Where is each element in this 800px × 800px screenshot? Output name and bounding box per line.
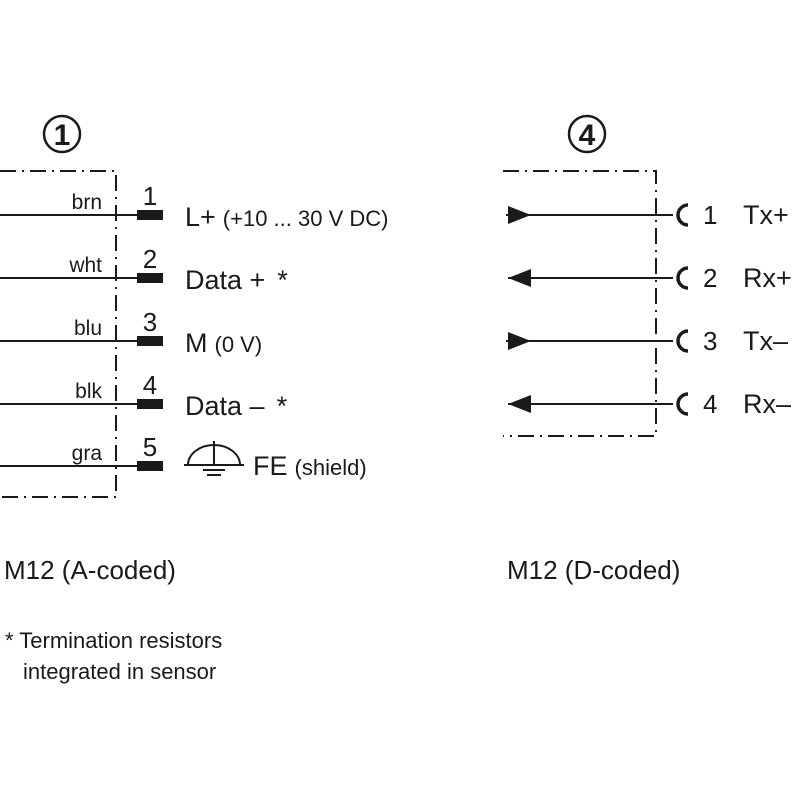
arrow-left-icon bbox=[508, 395, 531, 413]
pin-number: 3 bbox=[143, 307, 157, 337]
pin-number: 3 bbox=[703, 326, 717, 356]
right-badge-number: 4 bbox=[579, 119, 596, 152]
wire-color-label: gra bbox=[72, 442, 103, 465]
left-pin-row-3: blu 3 M(0 V) bbox=[0, 307, 262, 358]
pin-signal: Data –* bbox=[185, 391, 288, 421]
left-pin-row-2: wht 2 Data +* bbox=[0, 244, 288, 295]
pin-number: 4 bbox=[703, 389, 717, 419]
right-pin-row-3: 3 Tx– bbox=[506, 326, 788, 356]
left-pin-row-4: blk 4 Data –* bbox=[0, 370, 288, 421]
pin-signal: Rx– bbox=[743, 389, 791, 419]
right-pin-row-2: 2 Rx+ bbox=[508, 263, 792, 293]
pin-signal: Tx+ bbox=[743, 200, 789, 230]
left-connector: 1 brn 1 L+(+10 ... 30 V DC) wht 2 Data +… bbox=[0, 114, 388, 585]
socket-icon bbox=[676, 203, 689, 227]
right-connector-badge: 4 bbox=[567, 114, 607, 154]
pin-signal: Tx– bbox=[743, 326, 788, 356]
pin-number: 5 bbox=[143, 432, 157, 462]
right-pin-row-4: 4 Rx– bbox=[508, 389, 791, 419]
socket-icon bbox=[676, 266, 689, 290]
wire-color-label: wht bbox=[68, 254, 102, 277]
socket-icon bbox=[676, 392, 689, 416]
pin-signal: M(0 V) bbox=[185, 328, 262, 358]
footnote-line-1: * Termination resistors bbox=[5, 628, 222, 653]
left-connector-caption: M12 (A-coded) bbox=[4, 555, 176, 585]
wire-color-label: blk bbox=[75, 380, 102, 403]
left-pin-row-5: gra 5 FE(shield) bbox=[0, 432, 367, 481]
wire-color-label: brn bbox=[72, 191, 102, 214]
pin-number: 2 bbox=[143, 244, 157, 274]
left-connector-badge: 1 bbox=[42, 114, 82, 154]
pin-number: 1 bbox=[703, 200, 717, 230]
left-connector-housing bbox=[0, 170, 117, 498]
arrow-right-icon bbox=[508, 332, 531, 350]
right-connector-housing bbox=[503, 170, 657, 437]
pin-signal: Data +* bbox=[185, 265, 288, 295]
pin-signal: FE(shield) bbox=[253, 451, 367, 481]
pin-signal: Rx+ bbox=[743, 263, 792, 293]
right-pin-row-1: 1 Tx+ bbox=[506, 200, 789, 230]
right-connector-caption: M12 (D-coded) bbox=[507, 555, 680, 585]
arrow-left-icon bbox=[508, 269, 531, 287]
pin-number: 1 bbox=[143, 181, 157, 211]
functional-earth-icon bbox=[184, 441, 244, 476]
left-badge-number: 1 bbox=[54, 119, 71, 152]
socket-icon bbox=[676, 329, 689, 353]
wire-color-label: blu bbox=[74, 317, 102, 340]
footnote: * Termination resistors integrated in se… bbox=[5, 628, 222, 684]
left-pin-row-1: brn 1 L+(+10 ... 30 V DC) bbox=[0, 181, 388, 232]
arrow-right-icon bbox=[508, 206, 531, 224]
footnote-line-2: integrated in sensor bbox=[23, 659, 216, 684]
right-connector: 4 1 Tx+ 2 Rx+ 3 Tx– bbox=[503, 114, 792, 585]
pin-signal: L+(+10 ... 30 V DC) bbox=[185, 202, 388, 232]
pin-number: 2 bbox=[703, 263, 717, 293]
pin-number: 4 bbox=[143, 370, 157, 400]
